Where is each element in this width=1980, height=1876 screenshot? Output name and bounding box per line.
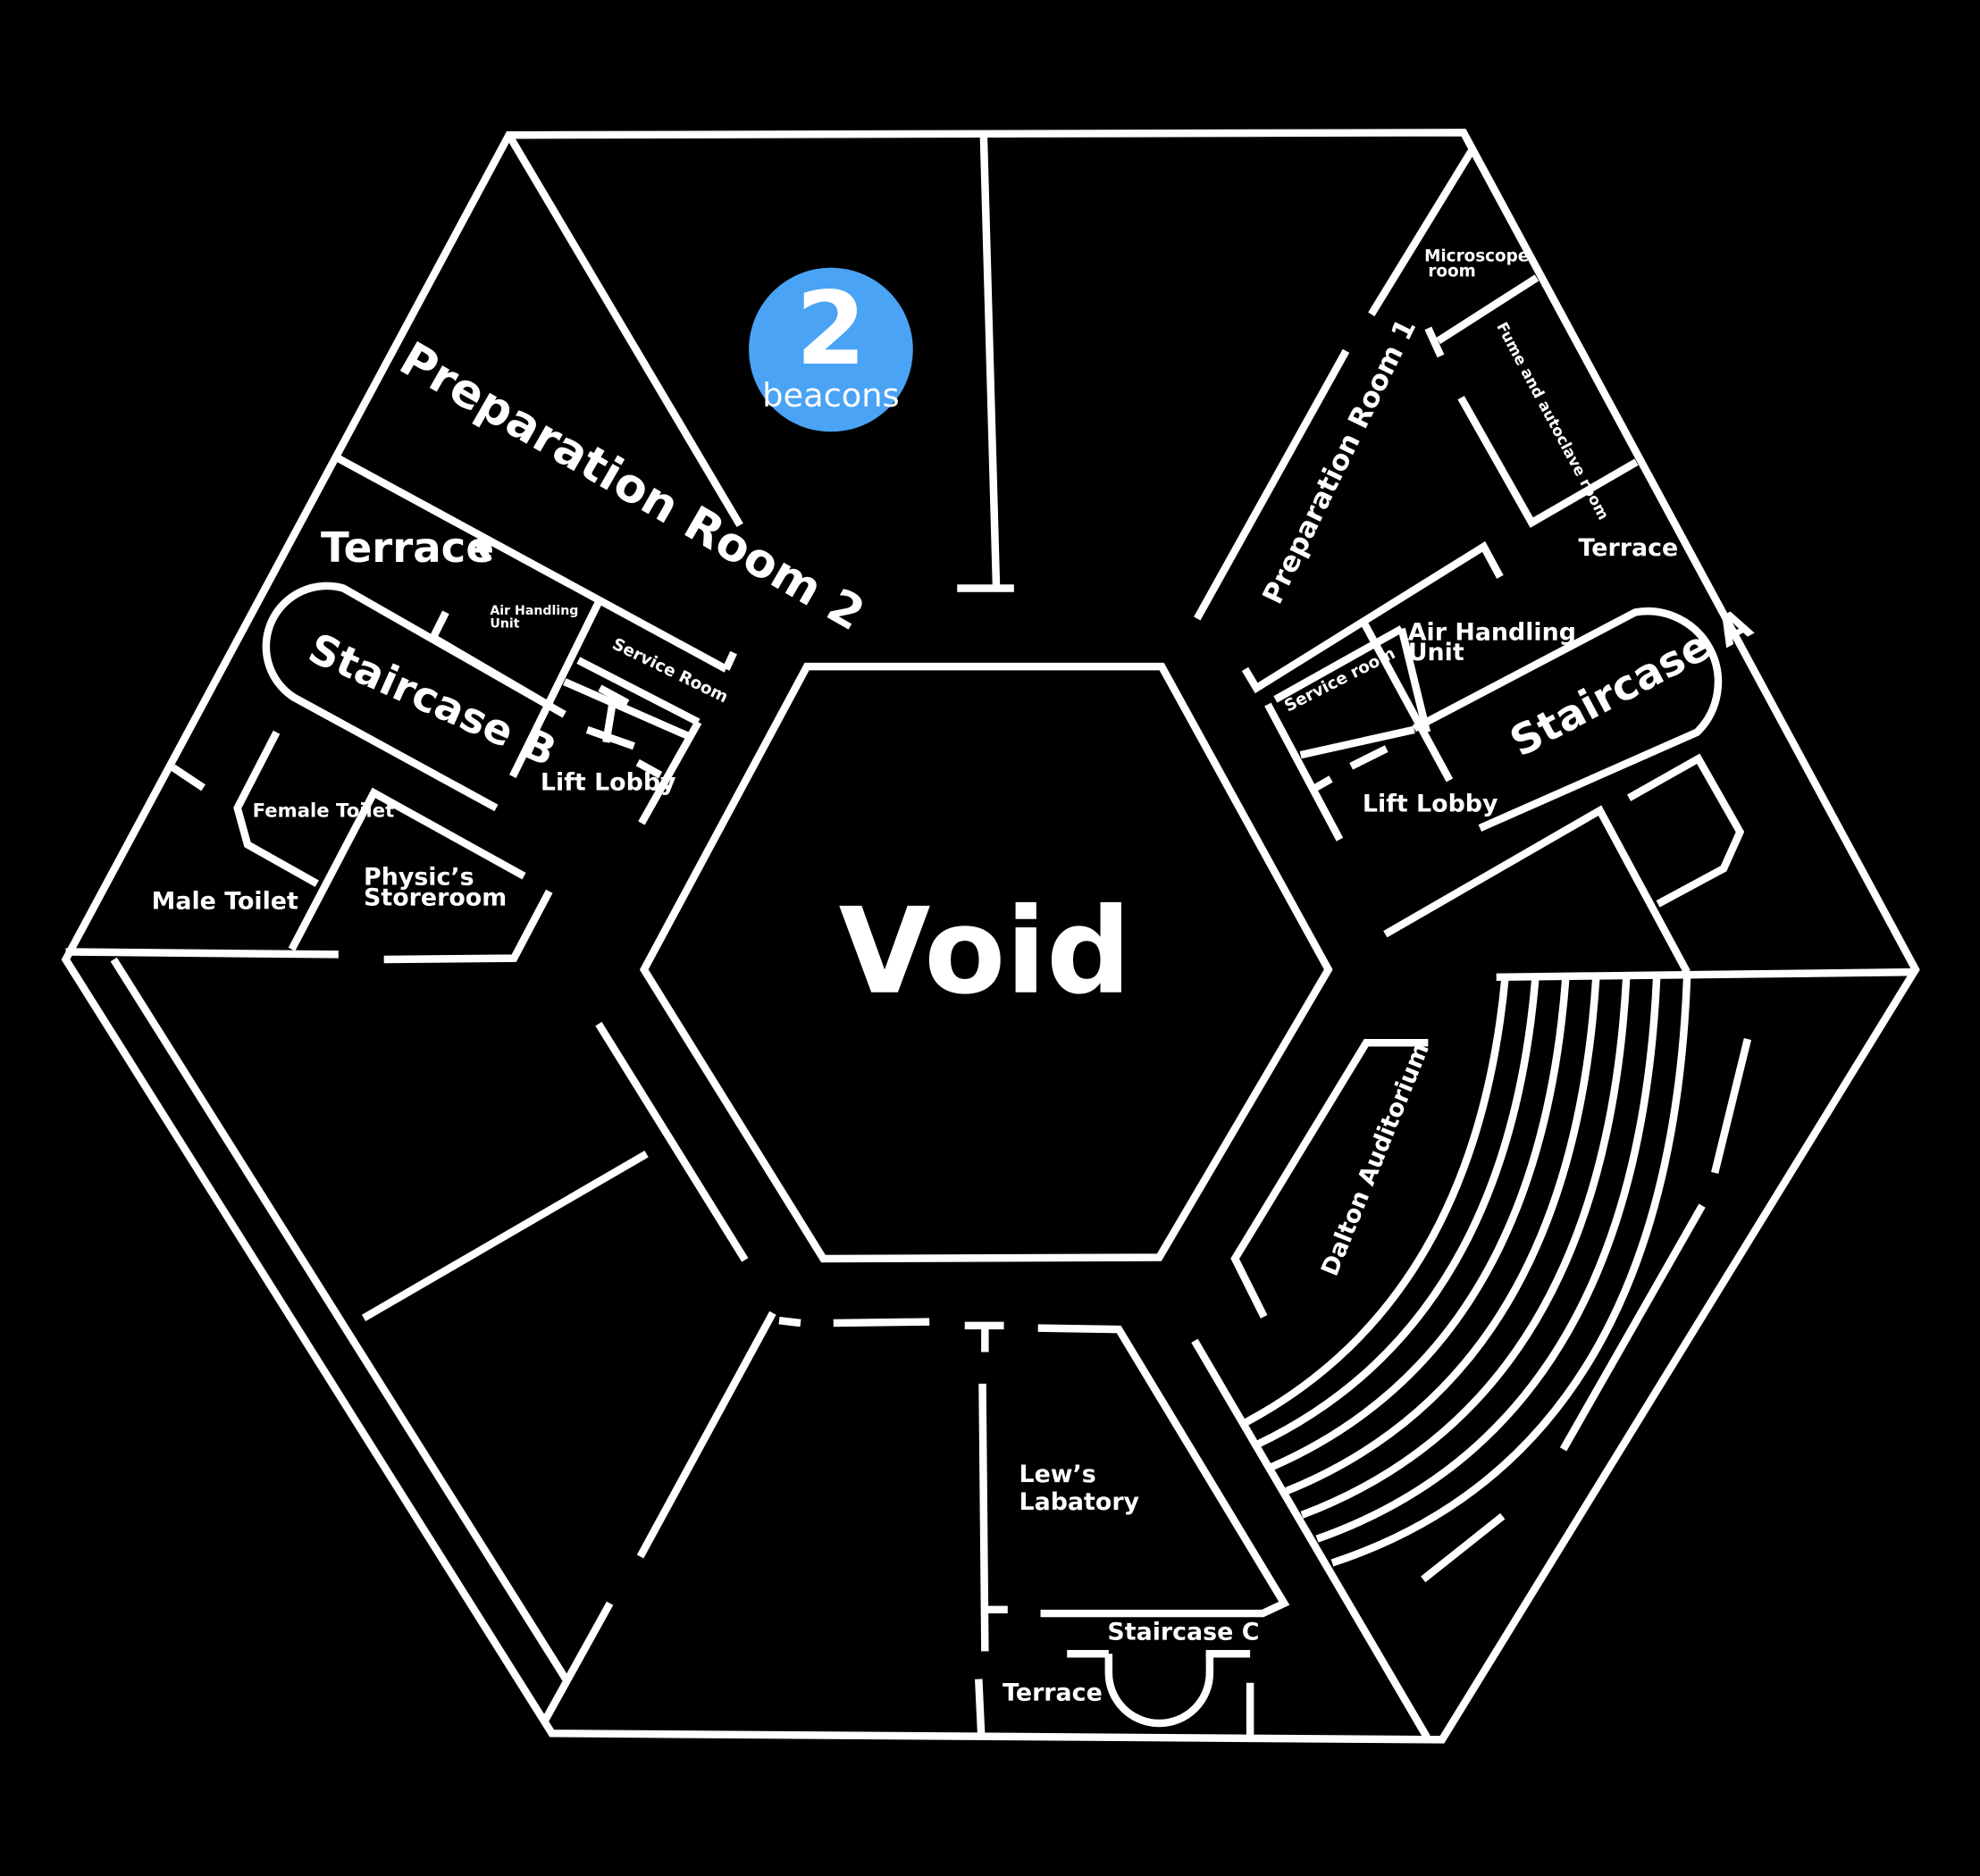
staircase-b-label: Staircase B xyxy=(302,624,564,775)
wall xyxy=(1241,540,1504,694)
beacon-count: 2 xyxy=(796,270,867,388)
wall xyxy=(585,725,635,750)
lews-lab-label-2: Labatory xyxy=(1019,1488,1140,1516)
wall xyxy=(1496,967,1916,982)
terrace-bottom-label: Terrace xyxy=(1003,1679,1103,1707)
wall xyxy=(1457,396,1639,528)
wall xyxy=(722,650,737,671)
beacon-circle xyxy=(749,267,913,432)
wall xyxy=(1711,1038,1752,1174)
lift-lobby-left-label: Lift Lobby xyxy=(541,769,676,797)
wall xyxy=(1424,326,1445,358)
wall xyxy=(505,133,743,528)
terrace-left-label: Terrace xyxy=(321,523,494,572)
wall xyxy=(636,1311,776,1559)
microscope-room-label-2: room xyxy=(1428,262,1475,281)
microscope-room-label: Microscope xyxy=(1424,247,1529,266)
wall xyxy=(978,1383,989,1652)
auditorium-row xyxy=(1285,976,1600,1495)
beacon-badge[interactable]: 2 beacons xyxy=(749,267,913,432)
wall xyxy=(833,1318,930,1327)
wall xyxy=(1397,627,1431,733)
auditorium-row xyxy=(1315,976,1661,1543)
lews-lab-label: Lew’s xyxy=(1019,1461,1096,1488)
wall xyxy=(563,678,690,740)
wall xyxy=(1383,805,1691,975)
wall xyxy=(1626,753,1745,908)
service-room-left-label: Service Room xyxy=(609,635,731,708)
physics-storeroom-label: Physic’s xyxy=(364,864,474,892)
physics-storeroom-label-2: Storeroom xyxy=(364,884,507,911)
wall xyxy=(361,1150,649,1322)
wall xyxy=(1037,1324,1290,1618)
ahu-right-label-2: Unit xyxy=(1408,639,1464,666)
ahu-left-label-2: Unit xyxy=(490,616,519,631)
wall xyxy=(1559,1203,1706,1452)
ahu-right-label: Air Handling xyxy=(1408,618,1576,646)
wall xyxy=(1191,1338,1430,1739)
staircase-a-wall xyxy=(1412,607,1723,832)
auditorium-row xyxy=(1243,976,1509,1427)
wall xyxy=(1299,725,1415,759)
wall xyxy=(288,787,526,951)
void-wall xyxy=(639,662,1333,1263)
wall xyxy=(1264,702,1344,842)
wall xyxy=(383,889,553,964)
auditorium-row xyxy=(1300,976,1631,1519)
wall xyxy=(1436,274,1540,345)
lift-lobby-right-label: Lift Lobby xyxy=(1363,791,1498,818)
wall xyxy=(975,1679,986,1734)
auditorium-row xyxy=(1270,976,1570,1471)
wall xyxy=(233,730,319,887)
wall xyxy=(595,1021,749,1262)
auditorium-row xyxy=(1255,976,1540,1448)
wall xyxy=(474,540,492,563)
wall xyxy=(1349,745,1389,770)
wall xyxy=(1368,149,1475,317)
wall xyxy=(65,948,339,959)
wall xyxy=(778,1316,801,1327)
inner-wall-sw xyxy=(110,957,569,1681)
wall xyxy=(509,595,605,778)
void-label: Void xyxy=(839,884,1131,1021)
wall xyxy=(1230,1039,1429,1319)
staircase-b-wall xyxy=(262,582,566,812)
wall xyxy=(979,137,1001,589)
dalton-auditorium-label: Dalton Auditorium xyxy=(1316,1039,1435,1280)
wall xyxy=(1360,620,1454,783)
wall xyxy=(1194,348,1350,621)
wall xyxy=(1273,625,1404,703)
wall xyxy=(331,452,728,673)
wall xyxy=(1311,775,1333,792)
wall xyxy=(171,764,206,791)
ahu-left-label: Air Handling xyxy=(490,604,578,618)
wall xyxy=(541,1601,614,1721)
staircase-c-wall xyxy=(1104,1654,1214,1728)
auditorium-row xyxy=(1330,976,1691,1567)
beacon-label: beacons xyxy=(762,376,900,415)
outer-wall xyxy=(61,129,1920,1744)
staircase-c-label: Staircase C xyxy=(1107,1619,1259,1646)
male-toilet-label: Male Toilet xyxy=(152,887,298,915)
wall xyxy=(1421,1512,1506,1583)
wall xyxy=(635,758,663,779)
female-toilet-label: Female Toilet xyxy=(253,799,395,821)
terrace-right-label: Terrace xyxy=(1579,534,1679,562)
wall xyxy=(638,720,702,825)
wall xyxy=(576,657,701,726)
service-room-right-label: Service room xyxy=(1281,644,1398,716)
